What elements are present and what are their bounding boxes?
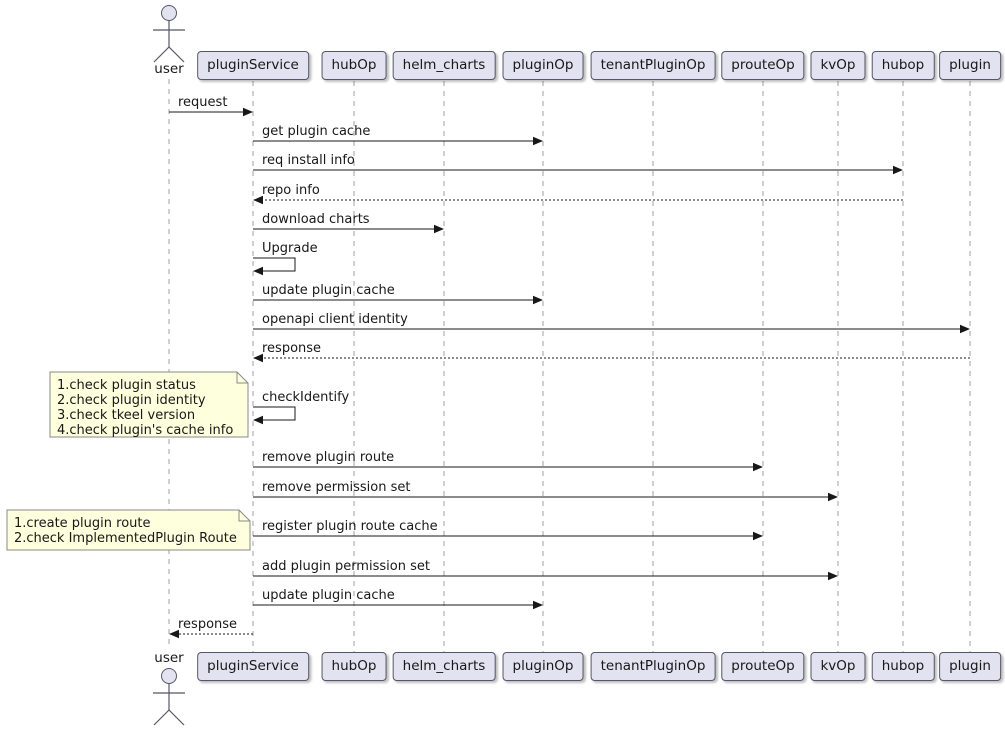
message-update-plugin-cache-label: update plugin cache xyxy=(262,588,395,603)
participant-pluginop-bottom: pluginOp xyxy=(502,652,584,681)
message-checkidentify-arrow xyxy=(253,406,296,421)
participant-helm-charts-top: helm_charts xyxy=(392,51,496,80)
actor-leg xyxy=(153,709,170,726)
participant-plugin-top: plugin xyxy=(939,51,1001,80)
note-1 xyxy=(49,371,249,438)
message-register-plugin-route-cache-label: register plugin route cache xyxy=(262,519,438,534)
message-openapi-client-identity-label: openapi client identity xyxy=(262,312,408,327)
message-update-plugin-cache-label: update plugin cache xyxy=(262,283,395,298)
participant-pluginservice-bottom: pluginService xyxy=(197,652,309,681)
participant-user-top-label: user xyxy=(154,61,184,77)
arrowhead xyxy=(893,165,903,175)
actor-leg xyxy=(168,709,185,726)
participant-kvop-top: kvOp xyxy=(810,51,866,80)
message-upgrade-label: Upgrade xyxy=(262,241,318,256)
note-2 xyxy=(6,509,251,551)
participant-tenantpluginop-top: tenantPluginOp xyxy=(590,51,716,80)
note-2-line: 2.check ImplementedPlugin Route xyxy=(14,531,237,546)
note-1-line: 2.check plugin identity xyxy=(57,393,206,408)
actor-leg xyxy=(153,46,170,63)
participant-hubop-top: hubop xyxy=(871,51,935,80)
participant-plugin-bottom: plugin xyxy=(939,652,1001,681)
message-response-label: response xyxy=(262,341,322,356)
note-1-line: 1.check plugin status xyxy=(57,378,196,393)
arrowhead xyxy=(253,415,263,425)
arrowhead xyxy=(828,492,838,502)
arrowhead xyxy=(169,629,179,639)
arrowhead xyxy=(253,195,263,205)
arrowhead xyxy=(828,571,838,581)
message-get-plugin-cache-label: get plugin cache xyxy=(262,124,371,139)
arrowhead xyxy=(434,224,444,234)
message-add-plugin-permission-set-label: add plugin permission set xyxy=(262,559,430,574)
participant-kvop-bottom: kvOp xyxy=(810,652,866,681)
message-checkidentify-label: checkIdentify xyxy=(262,390,350,405)
message-download-charts-label: download charts xyxy=(262,212,370,227)
message-remove-plugin-route-label: remove plugin route xyxy=(262,450,395,465)
message-request-label: request xyxy=(178,95,228,110)
note-2-line: 1.create plugin route xyxy=(14,516,151,531)
message-upgrade-arrow xyxy=(253,257,296,272)
arrowhead xyxy=(243,107,253,117)
arrowhead xyxy=(960,324,970,334)
arrowhead xyxy=(253,353,263,363)
arrowhead xyxy=(753,462,763,472)
participant-user-bottom-label: user xyxy=(154,650,184,666)
participant-hubop-top: hubOp xyxy=(321,51,387,80)
arrowhead xyxy=(253,266,263,276)
arrowhead xyxy=(533,136,543,146)
arrowhead xyxy=(753,531,763,541)
participant-pluginservice-top: pluginService xyxy=(197,51,309,80)
participant-helm-charts-bottom: helm_charts xyxy=(392,652,496,681)
participant-hubop-bottom: hubop xyxy=(871,652,935,681)
note-2-fold-icon xyxy=(238,510,250,522)
participant-tenantpluginop-bottom: tenantPluginOp xyxy=(590,652,716,681)
participant-pluginop-top: pluginOp xyxy=(502,51,584,80)
arrowhead xyxy=(533,600,543,610)
participant-prouteop-bottom: prouteOp xyxy=(721,652,805,681)
message-repo-info-label: repo info xyxy=(262,183,320,198)
message-req-install-info-label: req install info xyxy=(262,153,355,168)
note-1-fold-icon xyxy=(236,372,248,384)
actor-leg xyxy=(168,46,185,63)
message-remove-permission-set-label: remove permission set xyxy=(262,480,411,495)
note-1-line: 3.check tkeel version xyxy=(57,408,195,423)
note-1-line: 4.check plugin's cache info xyxy=(57,423,233,438)
participant-hubop-bottom: hubOp xyxy=(321,652,387,681)
arrowhead xyxy=(533,295,543,305)
participant-prouteop-top: prouteOp xyxy=(721,51,805,80)
message-response-label: response xyxy=(178,617,238,632)
